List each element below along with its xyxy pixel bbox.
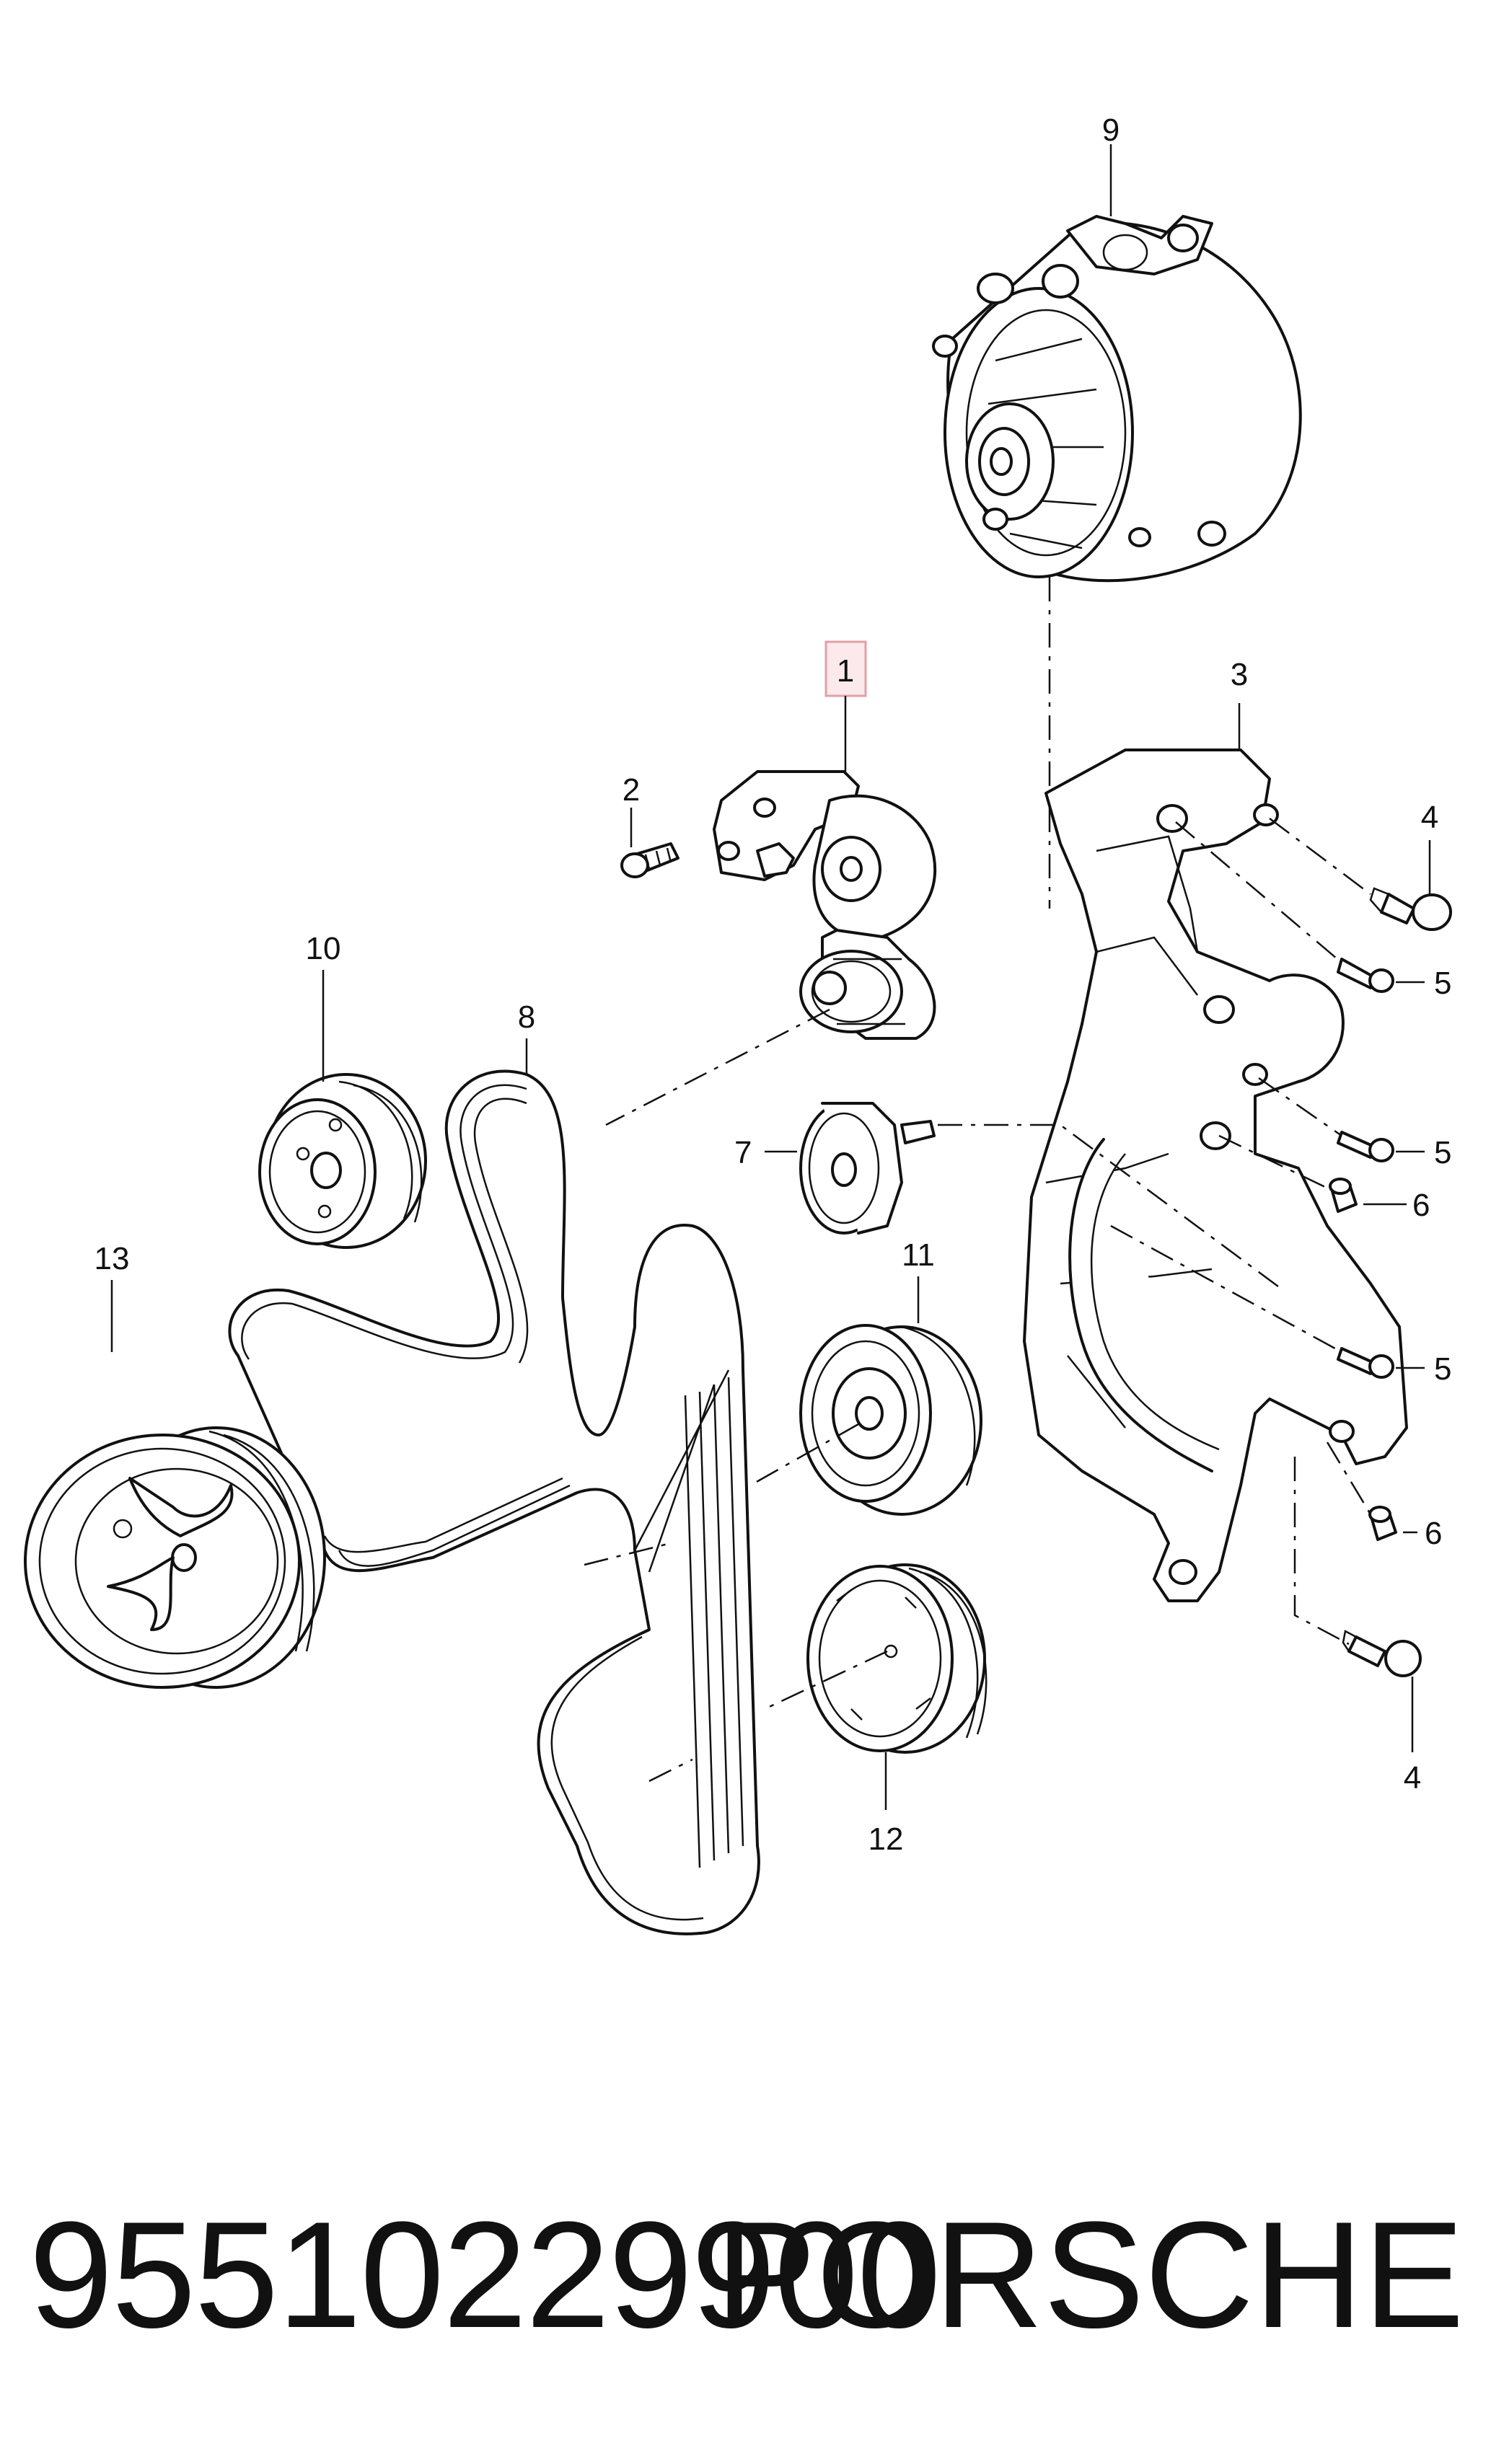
pulley-12[interactable]	[806, 1563, 988, 1754]
bolt-5-b[interactable]	[1337, 1131, 1394, 1162]
bolt-2[interactable]	[620, 842, 679, 878]
alternator[interactable]	[932, 215, 1302, 583]
bolt-5-a[interactable]	[1337, 958, 1394, 993]
bolt-5-c[interactable]	[1337, 1347, 1394, 1379]
callout-6a: 6	[1412, 1188, 1430, 1223]
pulley-10[interactable]	[258, 1073, 427, 1249]
brand-name: PORSCHE	[715, 2190, 1464, 2359]
callout-1: 1	[837, 653, 854, 689]
footer: 95510229900 PORSCHE	[29, 2199, 1464, 2351]
bolt-4-lower[interactable]	[1342, 1630, 1422, 1677]
bolt-4-upper[interactable]	[1369, 887, 1452, 931]
callout-7: 7	[734, 1135, 752, 1170]
bracket[interactable]	[1023, 749, 1408, 1602]
callout-13: 13	[94, 1241, 130, 1276]
callout-10: 10	[306, 931, 341, 966]
callout-5b: 5	[1434, 1135, 1451, 1170]
callout-4b: 4	[1404, 1760, 1421, 1796]
crankshaft-pulley[interactable]	[24, 1426, 326, 1689]
belt-tensioner[interactable]	[713, 770, 937, 1040]
callout-9: 9	[1102, 112, 1120, 148]
part-number: 95510229900	[29, 2190, 941, 2359]
drive-belt[interactable]	[228, 1069, 760, 1935]
bushing-6-a[interactable]	[1329, 1178, 1358, 1213]
idler-roller[interactable]	[799, 1102, 936, 1235]
callout-1-highlight-box	[824, 640, 867, 697]
callout-8: 8	[518, 999, 535, 1035]
callout-6b: 6	[1425, 1516, 1442, 1551]
callout-11: 11	[902, 1237, 935, 1273]
callout-3: 3	[1231, 657, 1248, 692]
callout-12: 12	[868, 1821, 904, 1857]
callout-2: 2	[623, 772, 640, 808]
callout-5a: 5	[1434, 966, 1451, 1001]
callout-5c: 5	[1434, 1351, 1451, 1387]
bushing-6-b[interactable]	[1368, 1506, 1397, 1541]
callout-4a: 4	[1421, 800, 1438, 835]
pulley-11[interactable]	[799, 1324, 982, 1516]
